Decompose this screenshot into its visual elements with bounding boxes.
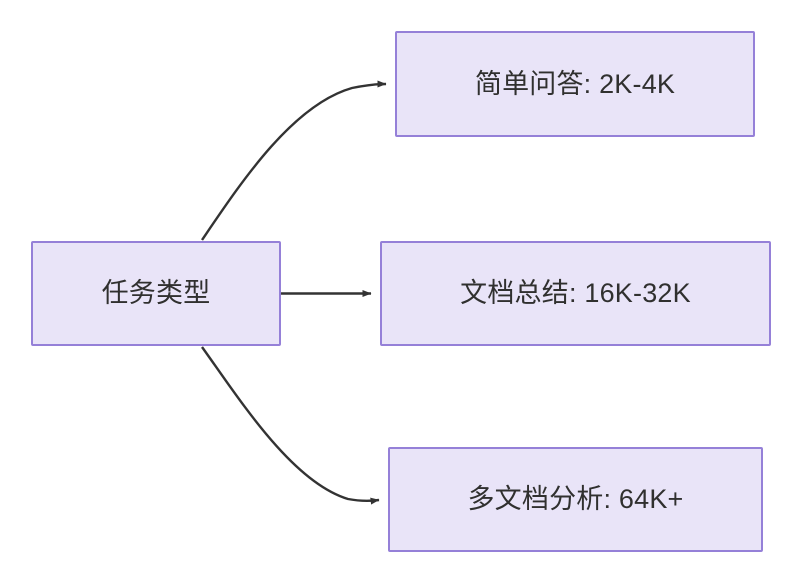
node-multi-doc-analysis-label: 多文档分析: 64K+ — [467, 484, 684, 515]
edge-task-type-to-multi-doc-analysis — [201, 346, 380, 505]
node-task-type[interactable]: 任务类型 — [31, 241, 281, 346]
node-simple-qa-label: 简单问答: 2K-4K — [474, 68, 676, 99]
node-doc-summary[interactable]: 文档总结: 16K-32K — [380, 241, 771, 346]
node-task-type-label: 任务类型 — [101, 278, 211, 309]
node-doc-summary-label: 文档总结: 16K-32K — [460, 278, 691, 309]
node-simple-qa[interactable]: 简单问答: 2K-4K — [395, 31, 755, 137]
edge-task-type-to-simple-qa — [201, 80, 387, 241]
node-multi-doc-analysis[interactable]: 多文档分析: 64K+ — [388, 447, 763, 552]
